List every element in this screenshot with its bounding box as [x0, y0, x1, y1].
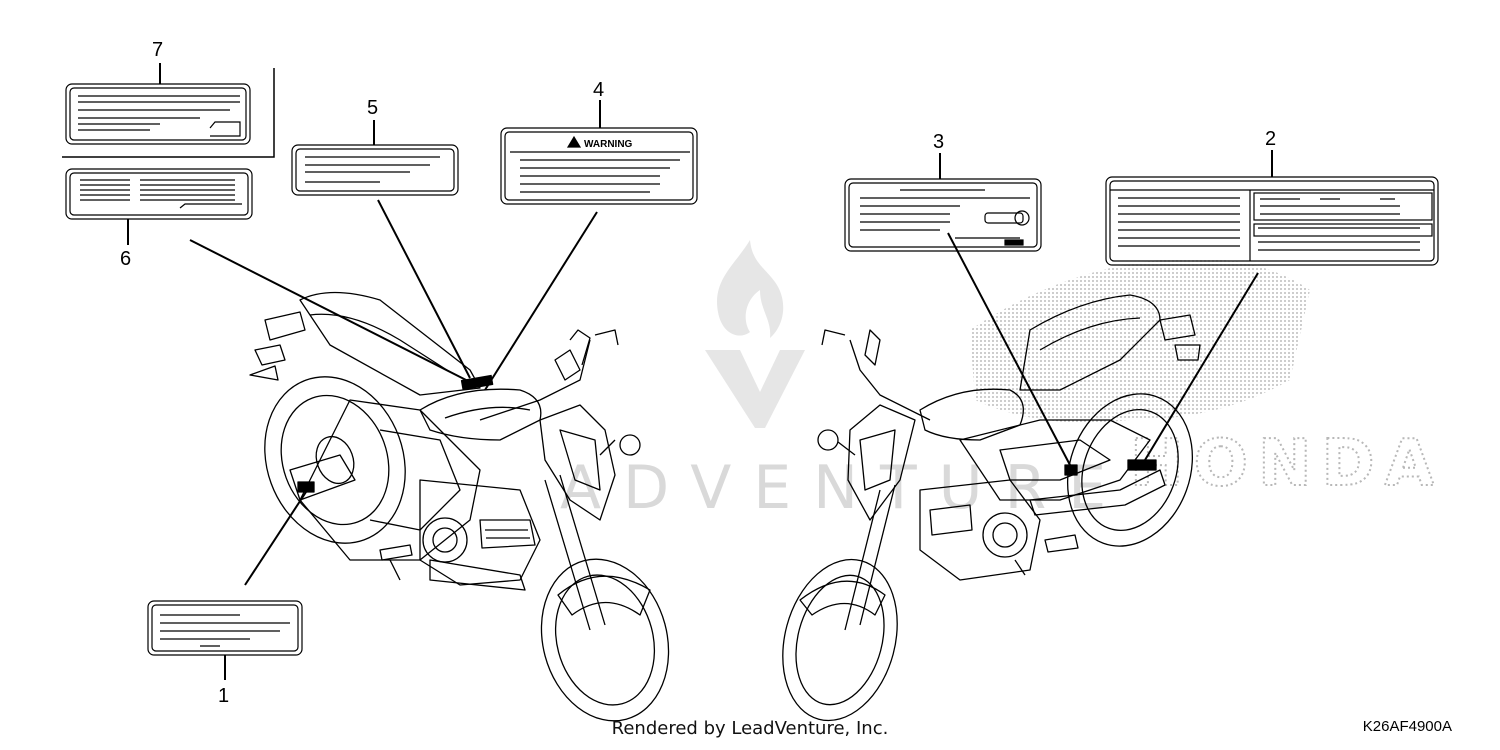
- callout-2: 2: [1265, 128, 1276, 150]
- label-6-sticker: [65, 168, 253, 220]
- diagram-code: K26AF4900A: [1362, 718, 1452, 735]
- callout-4: 4: [593, 79, 604, 101]
- watermark-logo: [705, 240, 805, 428]
- rendered-by-credit: Rendered by LeadVenture, Inc.: [611, 718, 889, 739]
- warning-label-text: WARNING: [584, 139, 633, 150]
- callout-7: 7: [152, 39, 163, 61]
- watermark-brand: HONDA: [1130, 427, 1444, 501]
- callout-5: 5: [367, 97, 378, 119]
- leader-lines: [127, 63, 1273, 680]
- label-7-bracket: [62, 68, 275, 158]
- label-3-sticker: [844, 178, 1042, 252]
- callout-1: 1: [218, 685, 229, 707]
- label-7-sticker: [65, 83, 251, 145]
- label-1-sticker: [147, 600, 303, 656]
- callout-6: 6: [120, 248, 131, 270]
- watermark-text: ADVENTURE: [560, 453, 1128, 523]
- label-2-sticker: [1105, 176, 1439, 266]
- watermark: ADVENTURE HONDA: [560, 240, 1444, 523]
- motorcycle-right-view: [782, 294, 1201, 722]
- motorcycle-left-view: [249, 291, 670, 722]
- label-5-sticker: [291, 144, 459, 196]
- callout-3: 3: [933, 131, 944, 153]
- label-4-warning-sticker: [500, 127, 698, 205]
